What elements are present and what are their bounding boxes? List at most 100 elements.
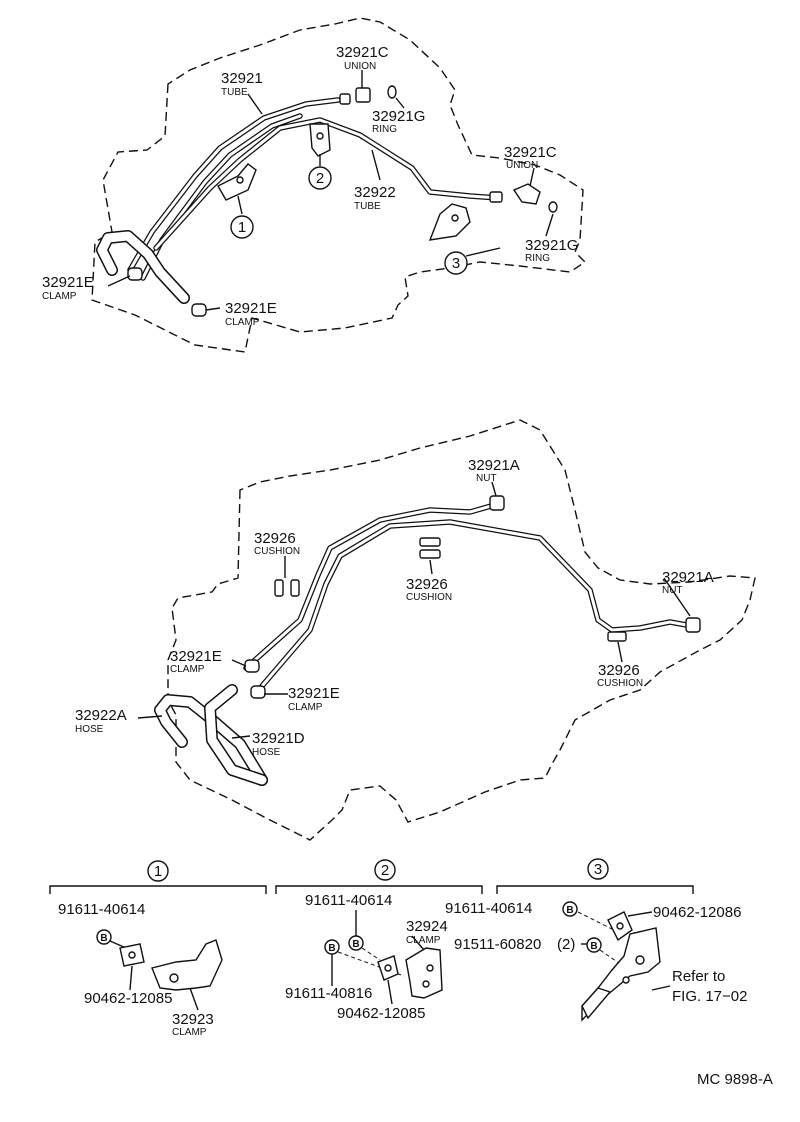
detail-2: 2 91611-40614 B B 32924 CLAMP 91611-4081… (275, 859, 483, 1022)
leader-union-right (529, 167, 535, 187)
detail-1-nut-label: 90462-12085 (84, 990, 172, 1007)
label-clamp-left-name: CLAMP (42, 291, 77, 302)
detail-3-bolt-label: 91611-40614 (445, 900, 532, 917)
detail-3-bracket-part (581, 927, 661, 1022)
label-ring-right-name: RING (525, 253, 550, 264)
top-view: 32921 TUBE 32921C UNION 32921G RING 3292… (42, 17, 587, 353)
detail-3-nut-label: 90462-12086 (653, 904, 741, 921)
detail-3-bracket-line (496, 885, 694, 894)
detail-1-bolt-mark: B (100, 933, 107, 944)
svg-text:3: 3 (452, 255, 460, 272)
detail-3-refer-line2: FIG. 17−02 (672, 988, 747, 1005)
detail-1-nut-part (119, 943, 145, 967)
svg-text:B: B (590, 941, 597, 952)
clamp-2-part (309, 123, 331, 157)
detail-2-nut-label: 90462-12085 (337, 1005, 425, 1022)
label-nut-top-pn: 32921A (468, 457, 520, 474)
detail-1-bracket-line (49, 885, 267, 894)
detail-1-bolt-label: 91611-40614 (58, 901, 145, 918)
detail-3-bolt2-qty: (2) (557, 936, 575, 953)
leader-clamp-bottom (205, 307, 221, 311)
label-hose-d-name: HOSE (252, 747, 281, 758)
body-outline-middle (167, 419, 756, 841)
label-ring-top-pn: 32921G (372, 108, 425, 125)
label-tube-32922-name: TUBE (354, 201, 381, 212)
clamp-upper-part (244, 659, 260, 673)
label-union-right-name: UNION (506, 160, 538, 171)
detail-3-leader-nut (627, 911, 653, 917)
cushion-center-part (419, 537, 441, 559)
leader-hose-a (137, 715, 163, 719)
label-cushion-right-pn: 32926 (598, 662, 640, 679)
label-union-top-name: UNION (344, 61, 376, 72)
leader-callout-3 (465, 247, 501, 257)
label-tube-32921-pn: 32921 (221, 70, 263, 87)
detail-3-bolt2-label: 91511-60820 (454, 936, 541, 953)
detail-2-bracket-line (275, 885, 483, 894)
clamp-lower-part (250, 685, 266, 699)
detail-1-leader-nut (129, 965, 133, 991)
detail-1-clamp-name: CLAMP (172, 1027, 207, 1038)
cushion-right-part (607, 631, 627, 642)
detail-2-nut-part (377, 955, 399, 981)
detail-3-refer-line1: Refer to (672, 968, 725, 985)
bolt-mark-icon-3b (586, 937, 602, 953)
callout-2: 2 (308, 166, 332, 190)
detail-2-leader-nut (387, 979, 393, 1005)
detail-3-dash-2 (599, 949, 627, 969)
detail-3-number: 3 (594, 861, 602, 878)
label-cushion-left-pn: 32926 (254, 530, 296, 547)
detail-1-leader-clamp (189, 987, 199, 1011)
label-tube-32922-pn: 32922 (354, 184, 396, 201)
detail-2-leader-clamp (411, 935, 425, 951)
leader-nut-right (663, 577, 691, 617)
detail-1-clamp-pn: 32923 (172, 1011, 214, 1028)
label-tube-32921-name: TUBE (221, 87, 248, 98)
clamp-bottom-part (191, 303, 207, 317)
label-hose-a-pn: 32922A (75, 707, 127, 724)
label-clamp-lower-name: CLAMP (288, 702, 323, 713)
hose-a-drawing (154, 694, 268, 786)
detail-2-clamp-part (405, 947, 443, 999)
label-hose-d-pn: 32921D (252, 730, 305, 747)
label-clamp-upper-name: CLAMP (170, 664, 205, 675)
middle-view: 32921A NUT 32926 CUSHION 32926 CUSHION 3… (75, 419, 756, 841)
label-union-right-pn: 32921C (504, 144, 557, 161)
leader-clamp-upper (231, 659, 247, 667)
detail-2-clamp-pn: 32924 (406, 918, 448, 935)
hose-top-drawing (96, 230, 190, 304)
cushion-left-part (274, 579, 300, 597)
body-outline-top (91, 17, 587, 353)
leader-cushion-right (617, 641, 623, 663)
label-union-top-pn: 32921C (336, 44, 389, 61)
callout-1: 1 (230, 215, 254, 239)
svg-text:2: 2 (316, 170, 324, 187)
bracket-1-part (217, 163, 257, 201)
callout-3: 3 (444, 251, 468, 275)
leader-tube-32922 (371, 149, 381, 181)
bolt-mark-icon (96, 929, 112, 945)
detail-2-clamp-name: CLAMP (406, 935, 441, 946)
label-clamp-bottom-pn: 32921E (225, 300, 277, 317)
leader-callout-1 (237, 195, 243, 215)
svg-text:B: B (566, 905, 573, 916)
label-clamp-bottom-name: CLAMP (225, 317, 260, 328)
leader-hose-d (231, 735, 251, 739)
label-nut-top-name: NUT (476, 473, 497, 484)
leader-nut-top (491, 481, 497, 497)
bracket-3-part (428, 203, 471, 241)
footer-code: MC 9898-A (697, 1071, 773, 1088)
detail-2-bolt-top-label: 91611-40614 (305, 892, 392, 909)
leader-ring-right (545, 213, 554, 237)
union-top-part (339, 87, 371, 105)
svg-text:B: B (352, 939, 359, 950)
label-clamp-upper-pn: 32921E (170, 648, 222, 665)
label-cushion-center-pn: 32926 (406, 576, 448, 593)
leader-cushion-center (429, 559, 433, 575)
leader-tube-32921 (247, 93, 263, 115)
nut-top-part (489, 495, 505, 511)
leader-ring-top (395, 97, 405, 109)
hose-d-drawing (204, 684, 268, 786)
label-cushion-left-name: CUSHION (254, 546, 300, 557)
detail-2-number: 2 (381, 862, 389, 879)
